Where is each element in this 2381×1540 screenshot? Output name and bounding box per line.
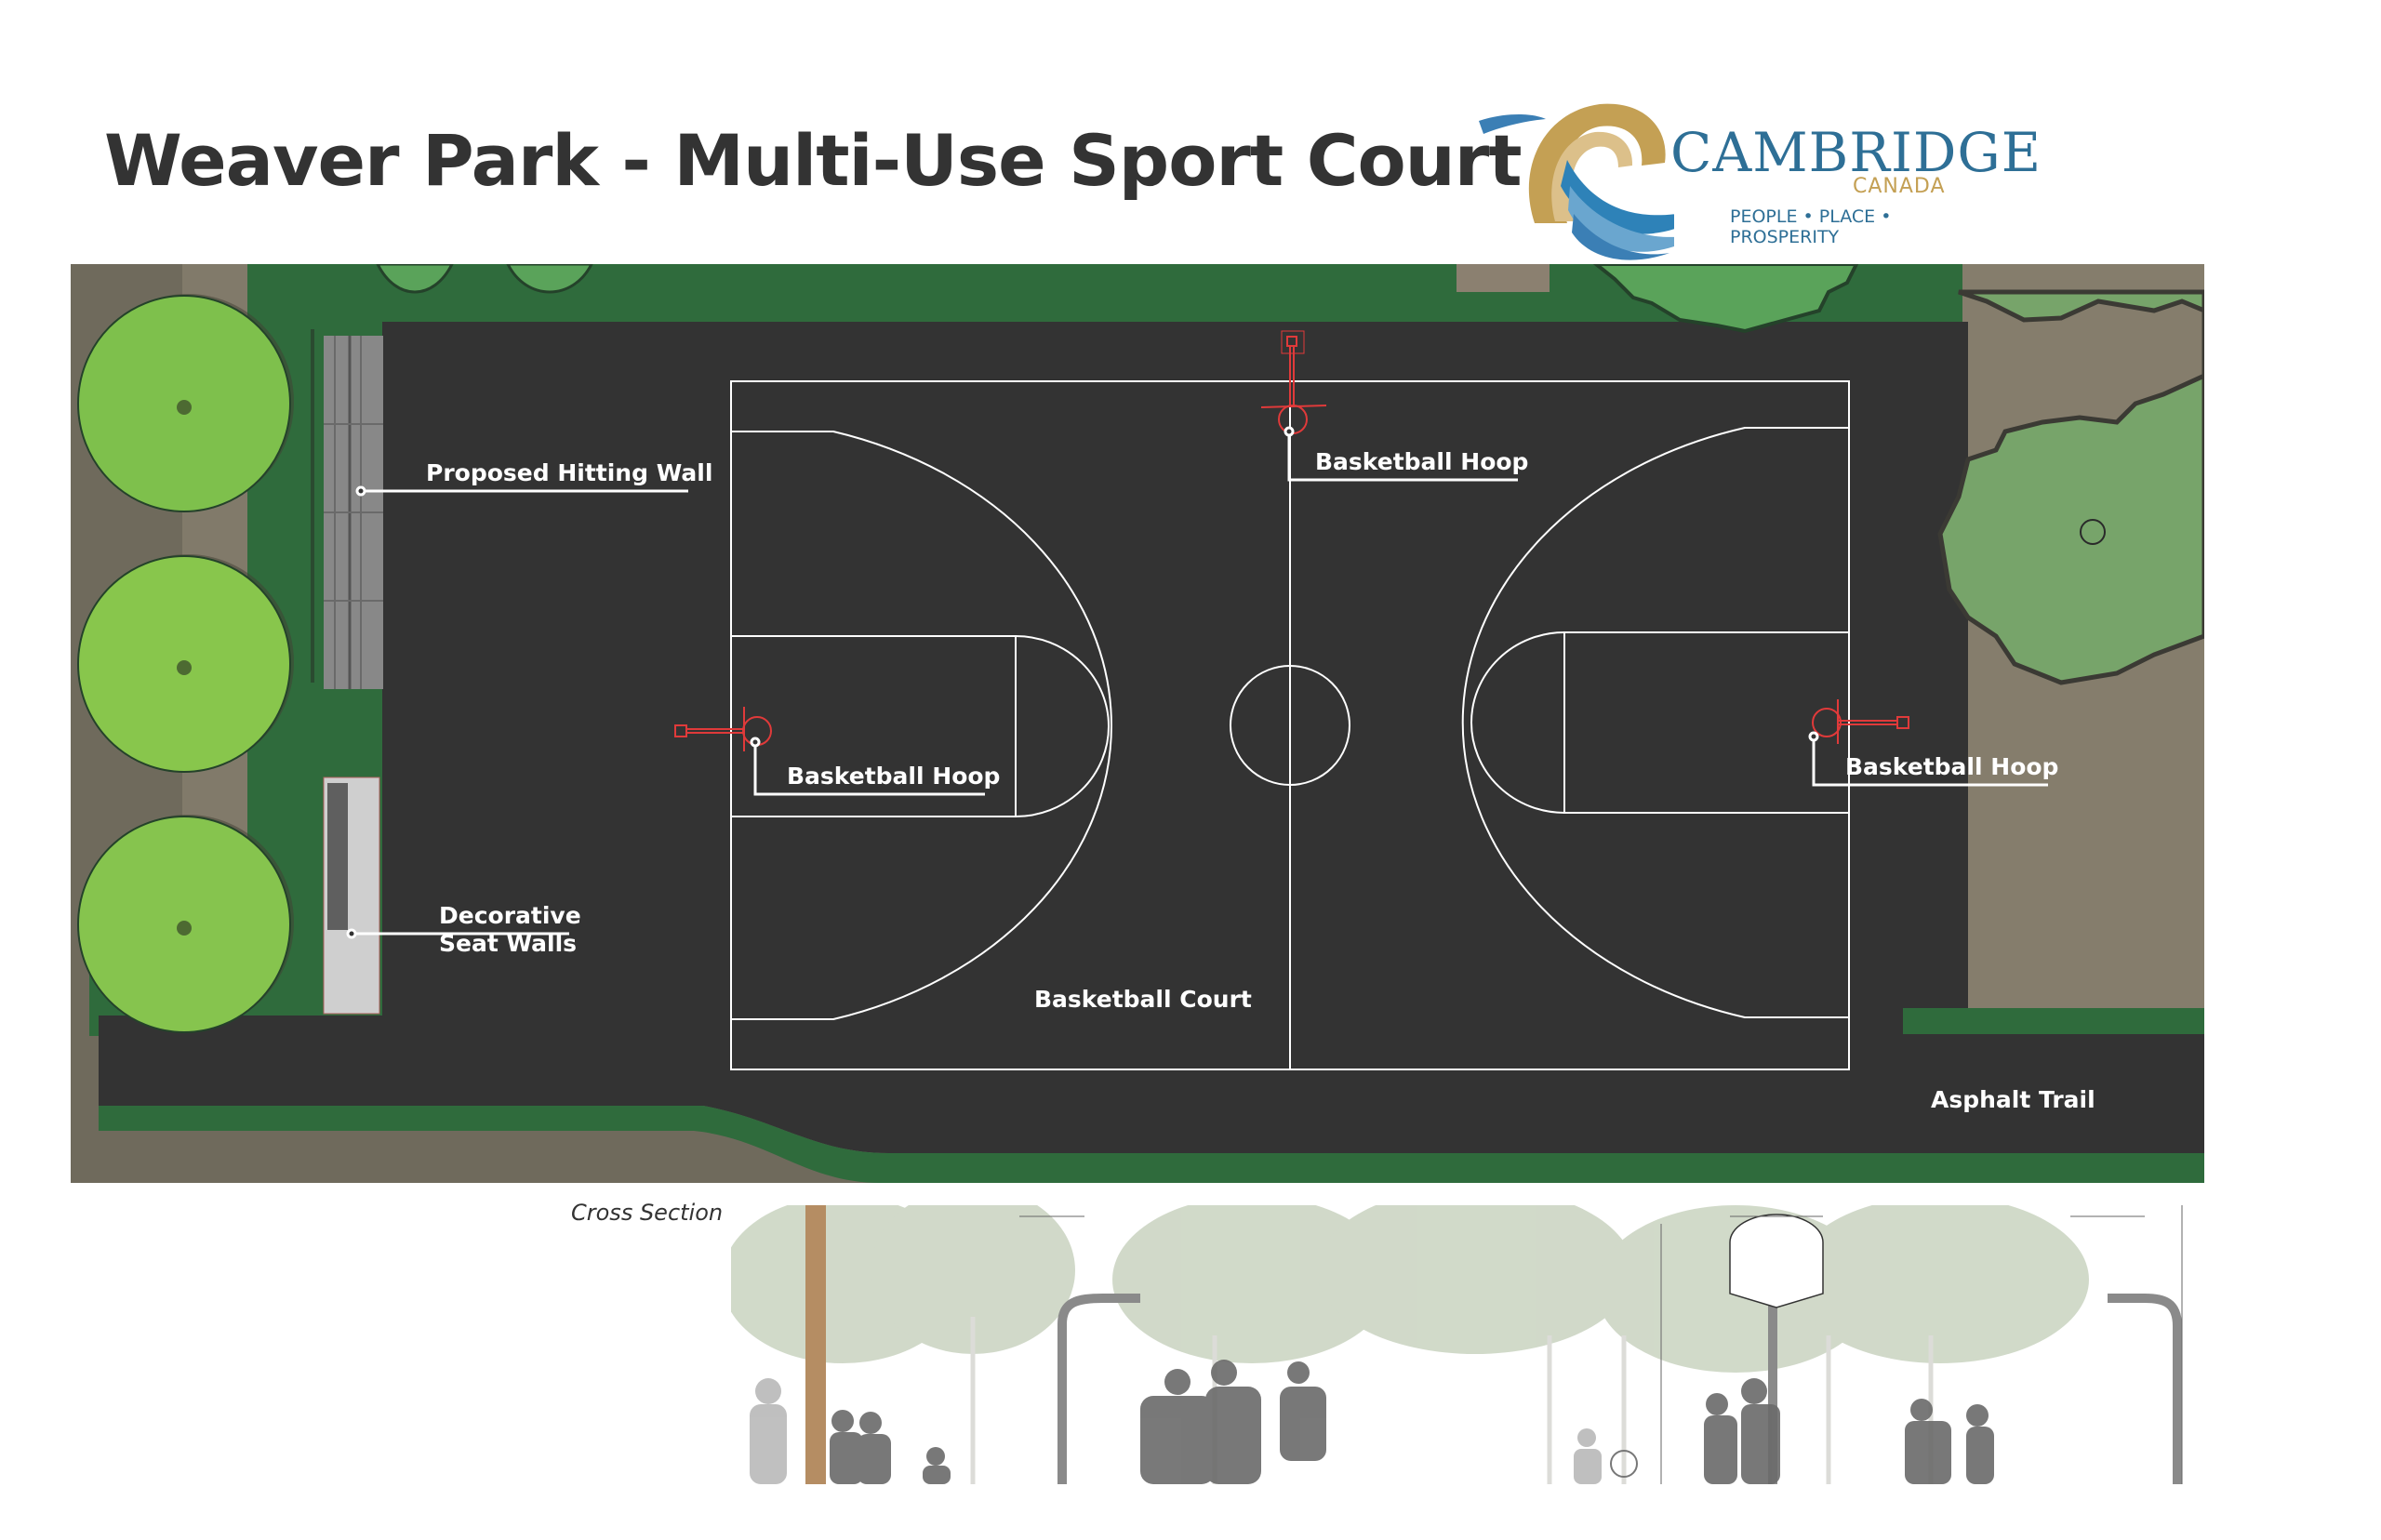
label-hoop-right: Basketball Hoop [1845, 753, 2059, 780]
logo-tagline: PEOPLE • PLACE • PROSPERITY [1730, 206, 1892, 247]
cross-section-drawing [722, 1187, 2204, 1490]
label-basketball-court: Basketball Court [1034, 986, 1252, 1013]
cambridge-logo: CAMBRIDGE CANADA PEOPLE • PLACE • PROSPE… [1479, 93, 2041, 260]
leader-lines [346, 426, 2048, 939]
cross-section-illustration [722, 1187, 2204, 1490]
label-hoop-left: Basketball Hoop [787, 763, 1001, 790]
label-seat-walls-2: Seat Walls [439, 930, 578, 957]
site-plan-drawing [71, 264, 2204, 1183]
site-plan: Proposed Hitting Wall Basketball Hoop Ba… [71, 264, 2204, 1183]
label-seat-walls-1: Decorative [439, 902, 581, 929]
page-title: Weaver Park - Multi-Use Sport Court [104, 119, 1523, 202]
label-hitting-wall: Proposed Hitting Wall [426, 459, 713, 486]
label-asphalt-trail: Asphalt Trail [1931, 1086, 2095, 1113]
label-hoop-top: Basketball Hoop [1315, 448, 1529, 475]
logo-canada: CANADA [1853, 175, 1946, 198]
cross-section-title: Cross Section [571, 1200, 724, 1226]
logo-wordmark: CAMBRIDGE [1670, 121, 2042, 184]
hoop-symbols [674, 330, 1909, 751]
cambridge-wave-arch-icon [1479, 103, 1674, 260]
street-trees [77, 294, 294, 1033]
